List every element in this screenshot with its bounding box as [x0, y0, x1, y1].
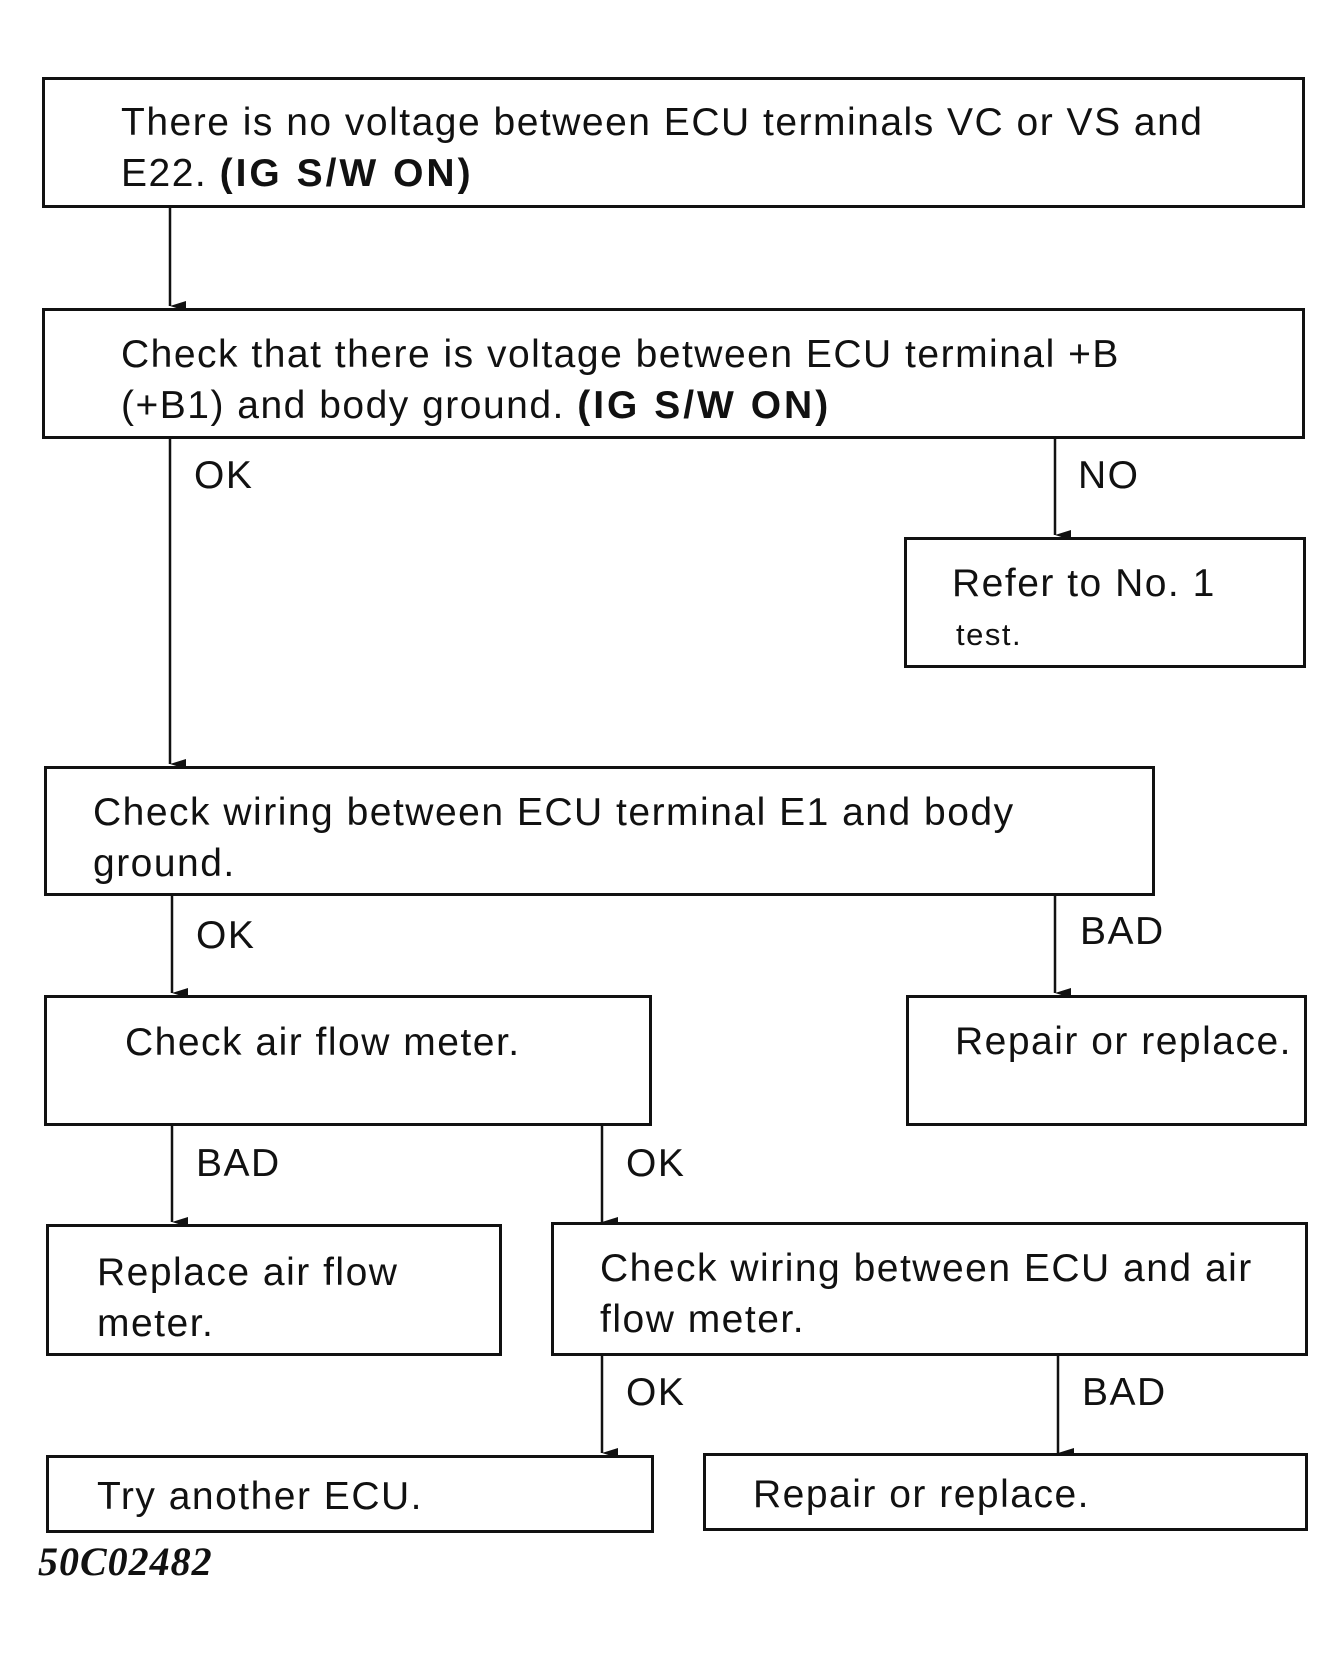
box-replace-afm: Replace air flow meter. — [46, 1224, 502, 1356]
box-check-b: Check that there is voltage between ECU … — [42, 308, 1305, 439]
label-bad-check-afm: BAD — [196, 1142, 281, 1185]
box-check-afm-text: Check air flow meter. — [125, 1021, 521, 1064]
label-bad-check-wiring: BAD — [1082, 1371, 1167, 1414]
label-ok-check-wiring: OK — [626, 1371, 686, 1414]
box-repair-1: Repair or replace. — [906, 995, 1307, 1126]
label-bad-check-e1: BAD — [1080, 910, 1165, 953]
label-no-check-b: NO — [1078, 454, 1140, 497]
figure-id: 50C02482 — [38, 1539, 213, 1584]
box-check-b-line1: Check that there is voltage between ECU … — [121, 333, 1120, 376]
label-ok-check-e1: OK — [196, 914, 256, 957]
box-check-b-condition: (IG S/W ON) — [577, 384, 832, 427]
box-refer-line2: test. — [956, 617, 1023, 652]
label-ok-check-afm: OK — [626, 1142, 686, 1185]
box-check-afm: Check air flow meter. — [44, 995, 652, 1126]
box-try-ecu: Try another ECU. — [46, 1455, 654, 1533]
box-replace-afm-line1: Replace air flow — [97, 1251, 399, 1294]
box-refer: Refer to No. 1 test. — [904, 537, 1306, 668]
box-start-condition: (IG S/W ON) — [219, 152, 474, 195]
box-start-line2: E22. — [121, 152, 208, 195]
box-repair-1-text: Repair or replace. — [955, 1020, 1292, 1063]
box-repair-2: Repair or replace. — [703, 1453, 1308, 1531]
box-check-e1-line2: ground. — [93, 842, 236, 885]
label-ok-check-b: OK — [194, 454, 254, 497]
box-start-line2-row: E22. (IG S/W ON) — [121, 148, 1302, 199]
box-check-e1-line1: Check wiring between ECU terminal E1 and… — [93, 791, 1015, 834]
box-start-line1: There is no voltage between ECU terminal… — [121, 101, 1204, 144]
box-check-e1: Check wiring between ECU terminal E1 and… — [44, 766, 1155, 896]
box-replace-afm-line2: meter. — [97, 1302, 215, 1345]
box-refer-line1: Refer to No. 1 — [952, 562, 1216, 605]
box-check-wiring-afm-line2: flow meter. — [600, 1298, 806, 1341]
box-check-b-line2: (+B1) and body ground. — [121, 384, 565, 427]
box-repair-2-text: Repair or replace. — [753, 1473, 1090, 1516]
box-try-ecu-text: Try another ECU. — [97, 1475, 423, 1518]
box-start: There is no voltage between ECU terminal… — [42, 77, 1305, 208]
box-check-wiring-afm-line1: Check wiring between ECU and air — [600, 1247, 1253, 1290]
box-check-b-line2-row: (+B1) and body ground. (IG S/W ON) — [121, 380, 1302, 431]
box-check-wiring-afm: Check wiring between ECU and air flow me… — [551, 1222, 1308, 1356]
